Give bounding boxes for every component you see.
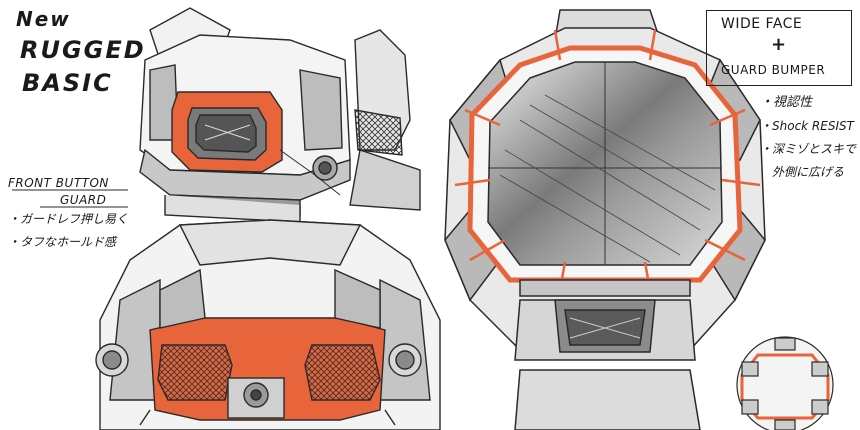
concept-box: WIDE FACE + GUARD BUMPER <box>706 10 852 86</box>
bumper-thumbnail-sketch <box>736 336 834 430</box>
feature-expand: 外側に広げる <box>772 165 845 179</box>
button-side-view-sketch <box>95 219 441 430</box>
title-rugged: RUGGED <box>20 36 146 64</box>
concept-plus: + <box>771 34 787 55</box>
front-view-sketch <box>444 9 766 430</box>
side-view-sketch <box>139 7 421 223</box>
front-button-heading-guard: GUARD <box>60 193 107 207</box>
feature-groove: ・深ミゾとスキで <box>760 142 857 156</box>
front-button-bullet-2: ・タフなホールド感 <box>8 235 117 249</box>
title-new: New <box>16 7 71 31</box>
concept-wide-face: WIDE FACE <box>721 16 803 32</box>
title-basic: BASIC <box>22 69 113 97</box>
front-button-heading: FRONT BUTTON <box>8 176 109 190</box>
feature-visibility: ・視認性 <box>760 95 813 110</box>
feature-shock-resist: ・Shock RESIST <box>760 119 854 133</box>
concept-guard-bumper: GUARD BUMPER <box>721 63 826 77</box>
note-leaders <box>12 189 128 208</box>
front-button-bullet-1: ・ガードレフ押し易く <box>8 212 129 226</box>
